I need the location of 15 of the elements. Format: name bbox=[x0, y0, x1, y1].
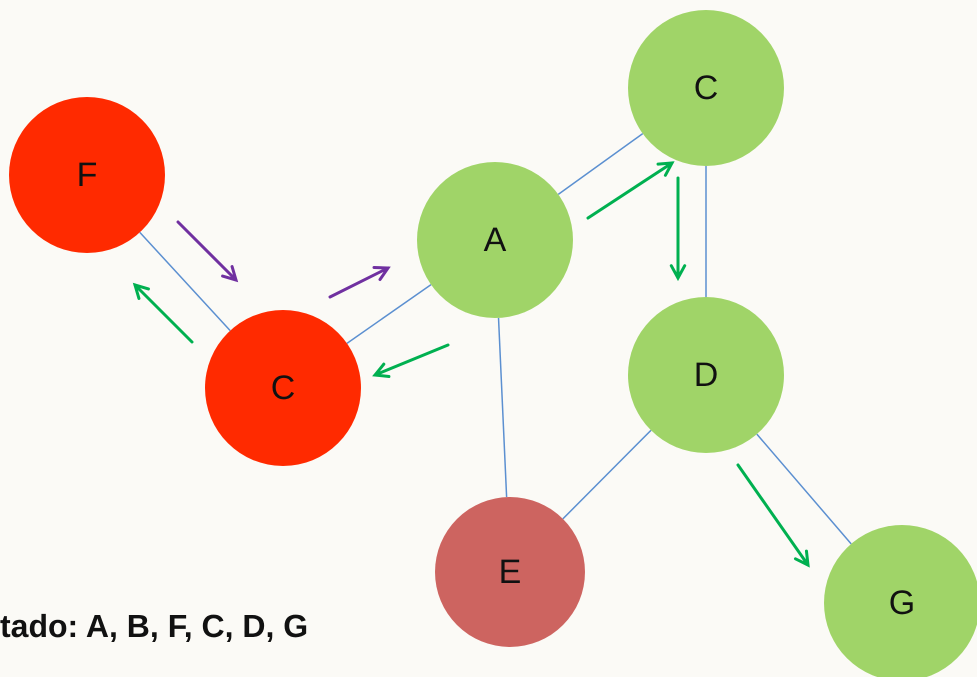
connector-line bbox=[705, 166, 707, 297]
node-label: A bbox=[484, 220, 506, 260]
node-label: D bbox=[694, 356, 718, 394]
node-label: F bbox=[76, 156, 98, 194]
node-label: G bbox=[888, 584, 916, 622]
connector-line bbox=[139, 232, 231, 332]
connector-line bbox=[346, 284, 432, 344]
node-label: E bbox=[498, 552, 522, 592]
connector-line bbox=[558, 132, 644, 196]
connector-line bbox=[498, 318, 508, 498]
result-text: tado: A, B, F, C, D, G bbox=[0, 608, 308, 645]
connector-line bbox=[756, 434, 852, 544]
node-label: C bbox=[270, 368, 296, 408]
connector-line bbox=[562, 430, 652, 520]
node-label: C bbox=[694, 68, 718, 108]
